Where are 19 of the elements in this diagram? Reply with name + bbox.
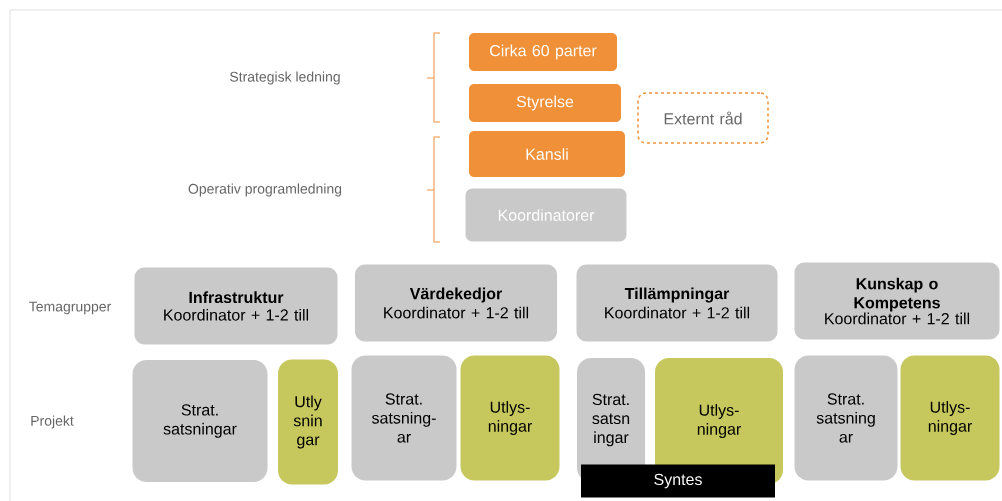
org-box: Kansli: [469, 131, 625, 177]
project-box: Strat. satsningar: [132, 360, 268, 482]
project-box: Utly snin gar: [278, 359, 338, 485]
row-label: Strategisk ledning: [230, 71, 340, 85]
group-box: Infrastruktur Koordinator + 1-2 till: [134, 267, 338, 345]
project-box: Utlys- ningar: [900, 355, 1000, 481]
project-box: Strat. satsning- ar: [351, 355, 457, 481]
group-box: Värdekedjor Koordinator + 1-2 till: [355, 264, 557, 342]
banner-bar: Syntes: [581, 464, 775, 498]
org-box: Styrelse: [469, 84, 621, 122]
row-label: Temagrupper: [29, 301, 111, 315]
org-box: Cirka 60 parter: [469, 33, 617, 71]
project-box: Utlys- ningar: [460, 355, 560, 481]
group-box: Tillämpningar Koordinator + 1-2 till: [576, 264, 778, 342]
dashed-box: Externt råd: [637, 92, 769, 144]
row-label: Projekt: [31, 415, 74, 429]
group-box: Kunskap o Kompetens Koordinator + 1-2 till: [794, 262, 1000, 340]
row-label: Operativ programledning: [188, 183, 342, 197]
project-box: Strat. satsning ar: [794, 355, 898, 481]
